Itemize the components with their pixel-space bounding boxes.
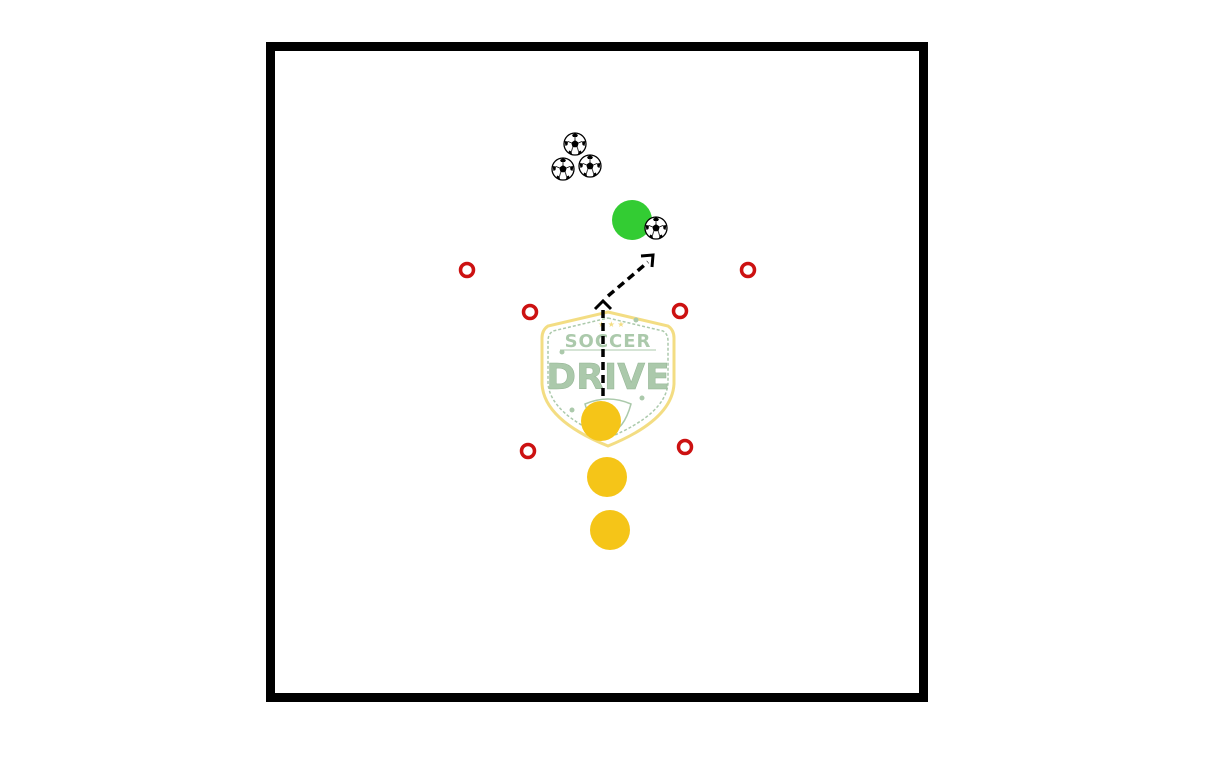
cone-marker-icon (676, 438, 694, 456)
player-line (581, 401, 630, 550)
coach-marker (612, 200, 652, 240)
soccer-ball-icon (551, 157, 575, 181)
cone-marker-icon (458, 261, 476, 279)
player-marker (590, 510, 630, 550)
cone-marker-icon (739, 261, 757, 279)
field-boundary (266, 42, 928, 702)
cone-marker-icon (521, 303, 539, 321)
svg-text:★ ★ ★: ★ ★ ★ (598, 320, 625, 329)
soccer-ball-icon (578, 154, 602, 178)
dribble-run-arrow (593, 253, 655, 396)
player-marker (587, 457, 627, 497)
soccer-ball-icon (563, 132, 587, 156)
player-marker (581, 401, 621, 441)
cone-marker-icon (519, 442, 537, 460)
watermark-line2: DRIVE (546, 357, 669, 398)
soccer-ball-icon (644, 216, 668, 240)
cone-marker-icon (671, 302, 689, 320)
watermark-line1: SOCCER (565, 331, 652, 352)
